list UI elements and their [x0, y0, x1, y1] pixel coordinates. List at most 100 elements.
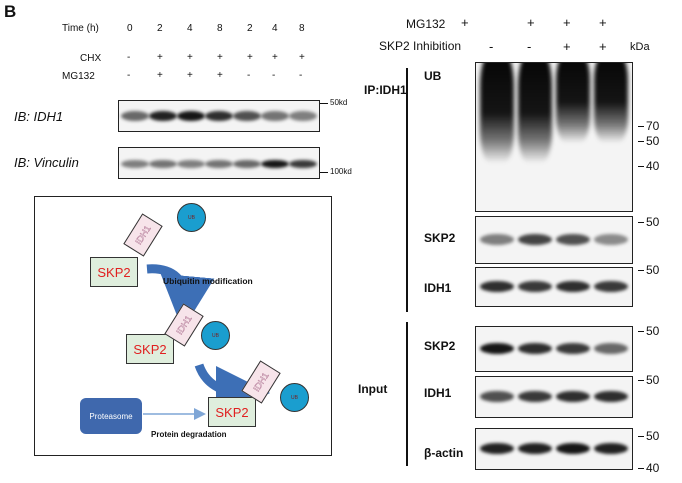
blot-band [556, 234, 590, 245]
left-header-cell: + [187, 52, 193, 63]
blot-band [556, 343, 590, 354]
right-header-cell: - [489, 39, 494, 54]
marker-kda-label: 50 [646, 215, 660, 229]
right-blot-label: IDH1 [424, 386, 452, 400]
left-blot-label-vinculin: IB: Vinculin [14, 155, 79, 170]
blot-band [261, 160, 289, 168]
blot-idh1-left [118, 100, 320, 132]
left-header-cell: 8 [299, 23, 305, 34]
blot-band [594, 391, 628, 402]
mg132-row-label: MG132 [62, 71, 95, 82]
right-blot-label: β-actin [424, 446, 464, 460]
idh1-label: IDH1 [174, 313, 194, 337]
blot-band [121, 160, 149, 168]
blot-band [149, 160, 177, 168]
protein-degradation-label: Protein degradation [151, 430, 227, 439]
marker-tick [638, 380, 644, 381]
blot-band [480, 281, 514, 292]
right-header-cell: + [599, 39, 607, 54]
blot-band [205, 160, 233, 168]
blot-band [121, 111, 149, 121]
blot-band [518, 234, 552, 245]
right-header-cell: + [563, 39, 571, 54]
left-header-cell: + [157, 52, 163, 63]
skp2-label: SKP2 [215, 404, 249, 420]
blot-band [177, 111, 205, 121]
marker-kda-label: 50 [646, 134, 660, 148]
mechanism-diagram: SKP2 IDH1 UB Ubiquitin modification SKP2… [34, 196, 332, 456]
right-header-cell: + [599, 15, 607, 30]
marker-tick [638, 222, 644, 223]
left-header-cell: + [217, 52, 223, 63]
blot-idh1-2 [475, 267, 633, 307]
blot-band [480, 63, 514, 163]
ub-label: UB [188, 214, 195, 221]
marker-tick [638, 141, 644, 142]
left-header-cell: - [247, 70, 251, 81]
input-bracket-line [406, 322, 408, 466]
skp2-box-3: SKP2 [208, 397, 256, 427]
skp2-label: SKP2 [97, 264, 131, 280]
right-blot-label: UB [424, 69, 442, 83]
blot-band [518, 443, 552, 454]
marker-tick [320, 172, 328, 173]
right-header-cell: + [563, 15, 571, 30]
arrow-degradation-bind [194, 363, 270, 420]
left-header-cell: + [247, 52, 253, 63]
marker-tick [638, 468, 644, 469]
kda-unit-label: kDa [630, 41, 650, 53]
left-header-cell: 0 [127, 23, 133, 34]
left-header-cell: - [272, 70, 276, 81]
marker-tick [638, 126, 644, 127]
left-header-cell: + [299, 52, 305, 63]
right-blot-label: SKP2 [424, 231, 456, 245]
left-header-cell: + [217, 70, 223, 81]
blot-band [289, 160, 317, 168]
blot-band [480, 343, 514, 354]
chx-row-label: CHX [80, 53, 102, 64]
skp2-inhibition-header-label: SKP2 Inhibition [379, 39, 462, 53]
arrow-ubiquitin [146, 264, 215, 330]
blot-band [518, 63, 552, 163]
blot-vinculin-left [118, 147, 320, 179]
left-header-cell: - [127, 70, 131, 81]
skp2-box-1: SKP2 [90, 257, 138, 287]
blot-idh1-4 [475, 376, 633, 418]
blot-band [149, 111, 177, 121]
input-label: Input [358, 382, 388, 396]
proteasome-label: Proteasome [89, 411, 133, 421]
left-header-cell: + [157, 70, 163, 81]
marker-kda-label: 50 [646, 263, 660, 277]
marker-kda-label: 70 [646, 119, 660, 133]
blot-band [261, 111, 289, 121]
marker-50kd: 50kd [330, 98, 348, 107]
right-header-cell: + [527, 15, 535, 30]
blot-band [177, 160, 205, 168]
skp2-box-2: SKP2 [126, 334, 174, 364]
blot-band [480, 391, 514, 402]
blot-band [518, 343, 552, 354]
idh1-label: IDH1 [251, 370, 271, 394]
blot-band [233, 111, 261, 121]
left-header-cell: - [299, 70, 303, 81]
blot--actin-5 [475, 428, 633, 470]
left-header-cell: 2 [157, 23, 163, 34]
blot-band [594, 234, 628, 245]
marker-tick [638, 166, 644, 167]
blot-band [594, 443, 628, 454]
blot-band [556, 281, 590, 292]
blot-band [289, 111, 317, 121]
marker-kda-label: 50 [646, 429, 660, 443]
right-blot-label: IDH1 [424, 281, 452, 295]
blot-band [233, 160, 261, 168]
left-blot-label-idh1: IB: IDH1 [14, 109, 64, 124]
marker-100kd: 100kd [330, 167, 352, 176]
marker-tick [638, 270, 644, 271]
time-row-label: Time (h) [62, 23, 99, 34]
left-header-cell: 4 [272, 23, 278, 34]
blot-band [594, 281, 628, 292]
right-header-cell: - [527, 39, 532, 54]
marker-kda-label: 50 [646, 324, 660, 338]
marker-tick [638, 436, 644, 437]
blot-band [518, 281, 552, 292]
